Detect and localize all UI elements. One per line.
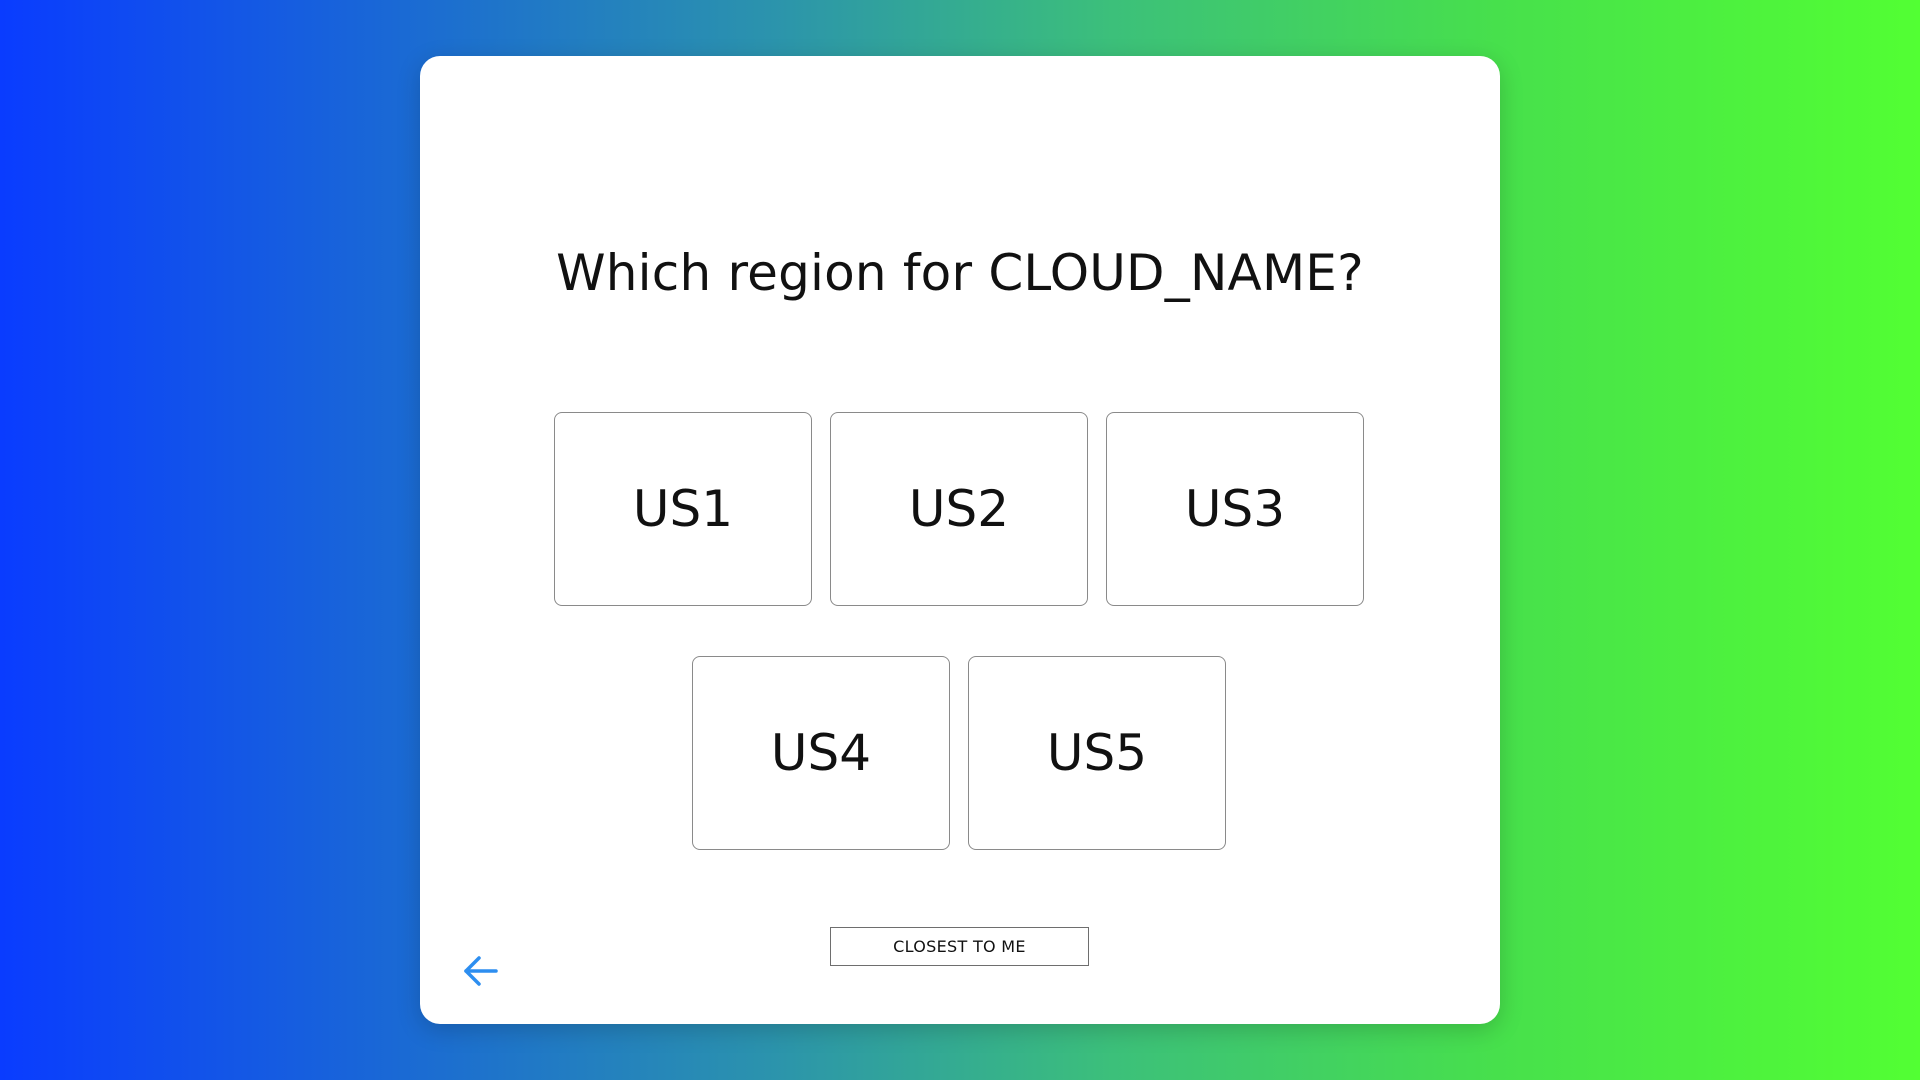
region-card: Which region for CLOUD_NAME? US1 US2 US3… <box>420 56 1500 1024</box>
closest-to-me-button[interactable]: CLOSEST TO ME <box>830 927 1089 966</box>
closest-to-me-label: CLOSEST TO ME <box>893 937 1026 956</box>
region-option-label: US3 <box>1184 480 1286 538</box>
back-button[interactable] <box>460 950 502 992</box>
region-option-label: US2 <box>908 480 1010 538</box>
region-option-us4[interactable]: US4 <box>692 656 950 850</box>
arrow-left-icon <box>464 956 498 986</box>
region-option-label: US5 <box>1046 724 1148 782</box>
page-title: Which region for CLOUD_NAME? <box>556 244 1364 302</box>
region-option-us1[interactable]: US1 <box>554 412 812 606</box>
region-option-us5[interactable]: US5 <box>968 656 1226 850</box>
region-option-label: US1 <box>632 480 734 538</box>
region-option-us2[interactable]: US2 <box>830 412 1088 606</box>
region-option-us3[interactable]: US3 <box>1106 412 1364 606</box>
region-option-label: US4 <box>770 724 872 782</box>
